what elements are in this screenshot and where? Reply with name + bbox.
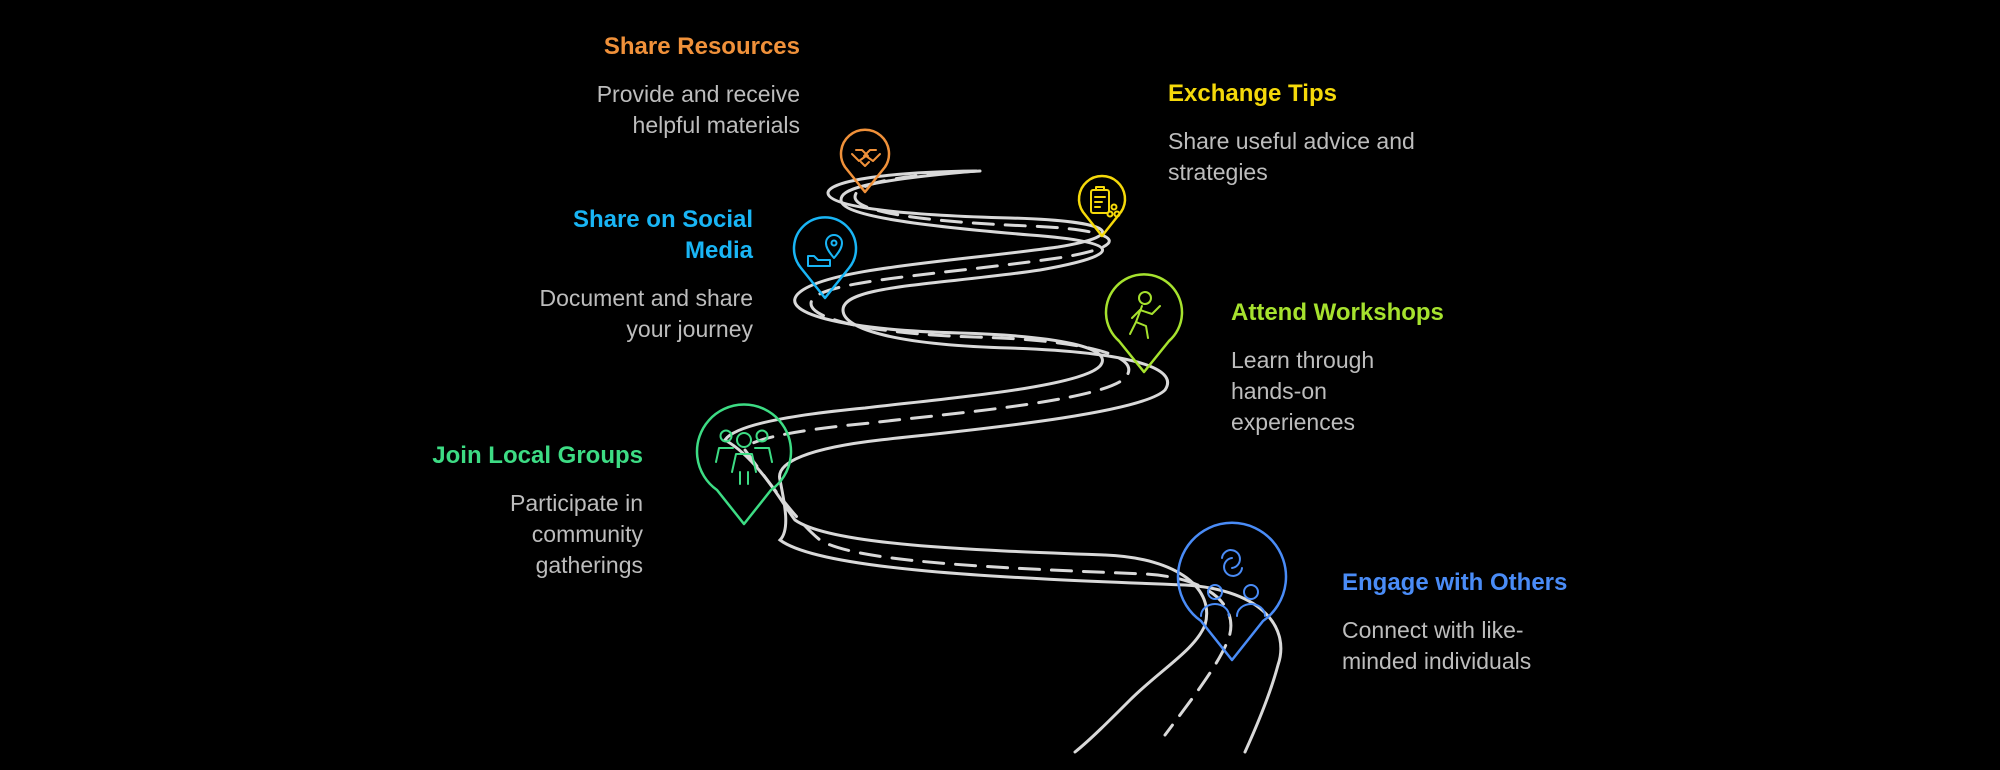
- step-title: Share on Social Media: [572, 206, 753, 264]
- step-exchange-tips: Exchange Tips Share useful advice and st…: [1168, 78, 1448, 188]
- pin-marker: [1104, 273, 1184, 374]
- location-share-icon: [807, 234, 843, 267]
- step-description: Document and share your journey: [539, 285, 753, 342]
- pin-marker: [839, 128, 891, 194]
- presenter-icon: [1129, 291, 1161, 339]
- step-title: Join Local Groups: [432, 442, 643, 469]
- step-description: Provide and receive helpful materials: [596, 81, 800, 138]
- connected-people-icon: [1200, 549, 1266, 617]
- step-join-local-groups: Join Local Groups Participate in communi…: [363, 440, 643, 581]
- step-description: Learn through hands-on experiences: [1231, 347, 1375, 435]
- pin-marker: [1176, 521, 1288, 662]
- road-edge-lower: [777, 169, 1283, 754]
- step-title: Engage with Others: [1342, 569, 1568, 596]
- step-title: Exchange Tips: [1168, 80, 1337, 107]
- step-share-resources: Share Resources Provide and receive help…: [520, 31, 800, 141]
- pin-marker: [695, 403, 793, 526]
- road-center-line: [743, 169, 1233, 737]
- step-share-social-media: Share on Social Media Document and share…: [473, 204, 753, 345]
- step-attend-workshops: Attend Workshops Learn through hands-on …: [1231, 297, 1511, 438]
- clipboard-network-icon: [1090, 186, 1121, 218]
- road-edge-upper: [722, 169, 1209, 754]
- handshake-icon: [851, 149, 881, 167]
- group-people-icon: [715, 429, 773, 485]
- pin-join-local-groups: [695, 403, 793, 526]
- pin-marker: [792, 216, 858, 300]
- step-description: Participate in community gatherings: [510, 490, 643, 578]
- pin-share-resources: [839, 128, 891, 194]
- pin-share-social-media: [792, 216, 858, 300]
- step-description: Share useful advice and strategies: [1168, 128, 1415, 185]
- pin-marker: [1077, 174, 1127, 238]
- pin-engage-with-others: [1176, 521, 1288, 662]
- step-title: Attend Workshops: [1231, 299, 1444, 326]
- step-description: Connect with like-minded individuals: [1342, 617, 1532, 674]
- step-title: Share Resources: [603, 33, 800, 60]
- pin-exchange-tips: [1077, 174, 1127, 238]
- pin-attend-workshops: [1104, 273, 1184, 374]
- step-engage-with-others: Engage with Others Connect with like-min…: [1342, 567, 1622, 677]
